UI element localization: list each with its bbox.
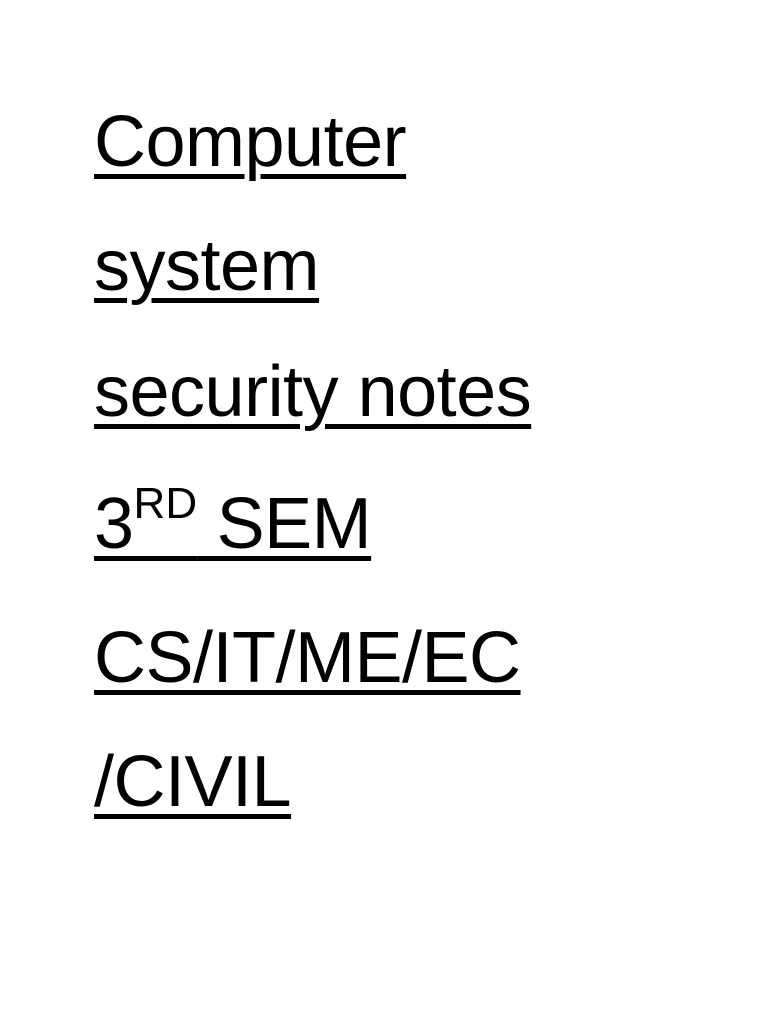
branches-line-2: /CIVIL	[94, 742, 292, 822]
title-line-2: system	[94, 226, 320, 306]
semester-label: SEM	[197, 484, 372, 564]
semester-line: 3RD SEM	[94, 479, 372, 576]
title-line-1: Computer	[94, 102, 407, 182]
semester-ordinal-suffix: RD	[133, 479, 198, 528]
branches-line-1: CS/IT/ME/EC	[94, 618, 521, 698]
semester-number: 3	[94, 484, 134, 564]
title-line-3: security notes	[94, 352, 532, 432]
